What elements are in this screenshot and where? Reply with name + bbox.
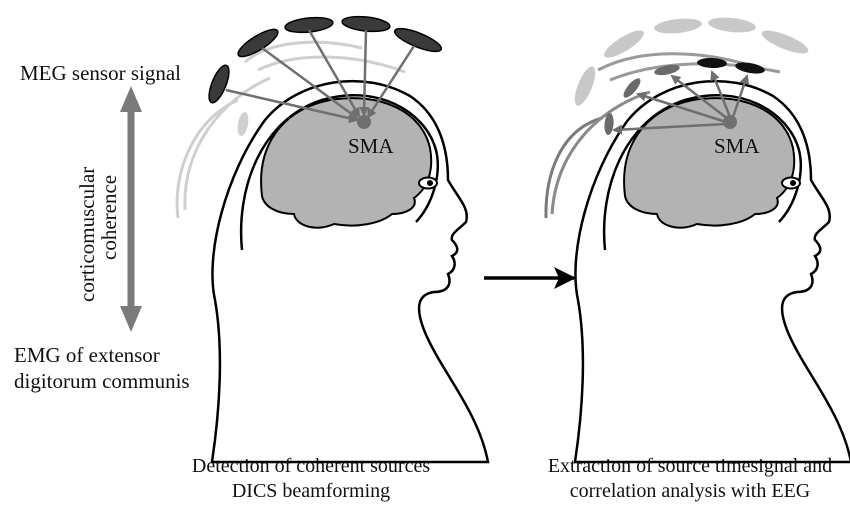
coherence-double-arrow — [120, 86, 142, 332]
left-caption-line1: Detection of coherent sources — [192, 455, 430, 477]
meg-sensor-signal-label: MEG sensor signal — [20, 61, 181, 85]
meg-sensor-icon — [735, 62, 765, 74]
right-sensor-wire — [597, 52, 753, 72]
sensor-to-sma-arrow — [261, 46, 359, 120]
left-pupil — [427, 180, 433, 186]
coherence-label: corticomuscular coherence — [75, 167, 121, 302]
right-skull-contour — [602, 94, 802, 251]
left-meg-sensors — [208, 15, 443, 136]
sma-to-sensor-arrow — [710, 70, 732, 118]
right-source-arrows — [612, 70, 750, 135]
emg-label-line1: EMG of extensor — [14, 343, 160, 367]
meg-sensor-icon — [393, 27, 443, 53]
sensor-to-sma-arrow — [366, 45, 416, 119]
sma-to-sensor-arrow — [612, 122, 727, 135]
meg-sensor-icon — [654, 64, 680, 76]
coherence-label-line2: coherence — [97, 175, 121, 260]
sensor-to-sma-arrow — [359, 29, 370, 117]
sma-to-sensor-arrow — [731, 74, 750, 118]
meg-sensor-icon — [208, 64, 230, 104]
arrowhead-down-icon — [120, 306, 142, 332]
left-sensor-arrows — [225, 29, 416, 124]
right-sma-source — [723, 115, 737, 129]
right-head-group: SMA — [544, 17, 850, 464]
sma-to-sensor-arrow — [670, 74, 729, 120]
meg-sensor-faded-icon — [604, 30, 644, 58]
left-caption-line2: DICS beamforming — [232, 480, 390, 502]
right-pupil — [790, 180, 796, 186]
left-sensor-wire — [244, 40, 363, 64]
meg-sensor-faded-icon — [761, 30, 809, 54]
emg-label-line2: digitorum communis — [14, 369, 190, 393]
meg-sensor-icon — [697, 57, 727, 69]
left-brain — [260, 97, 433, 229]
right-sma-label: SMA — [714, 134, 760, 158]
left-sma-label: SMA — [348, 134, 394, 158]
right-caption-line2: correlation analysis with EEG — [570, 480, 811, 502]
sensor-to-sma-arrow — [225, 88, 359, 124]
meg-sensor-icon — [604, 113, 614, 135]
sensor-to-sma-arrow — [307, 29, 361, 118]
right-sensor-wire — [550, 90, 651, 215]
left-sma-source — [357, 115, 371, 129]
left-head-group: SMA — [175, 15, 490, 464]
meg-sensor-faded-icon — [708, 17, 756, 33]
right-brain — [623, 97, 796, 229]
right-meg-sensors-faded — [574, 17, 809, 106]
sma-to-sensor-arrow — [636, 91, 727, 124]
left-sensor-wire — [257, 55, 406, 74]
right-caption-line1: Extraction of source timesignal and — [548, 455, 832, 477]
coherence-label-line1: corticomuscular — [75, 167, 99, 302]
left-sensor-wire — [183, 76, 271, 211]
right-meg-sensors-selected — [604, 57, 765, 135]
meg-sensor-faded-icon — [237, 112, 249, 136]
meg-sensor-faded-icon — [654, 18, 702, 34]
right-sensor-wire — [544, 116, 603, 219]
arrowhead-up-icon — [120, 86, 142, 112]
meg-sensor-faded-icon — [574, 66, 596, 106]
meg-sensor-icon — [623, 78, 641, 98]
